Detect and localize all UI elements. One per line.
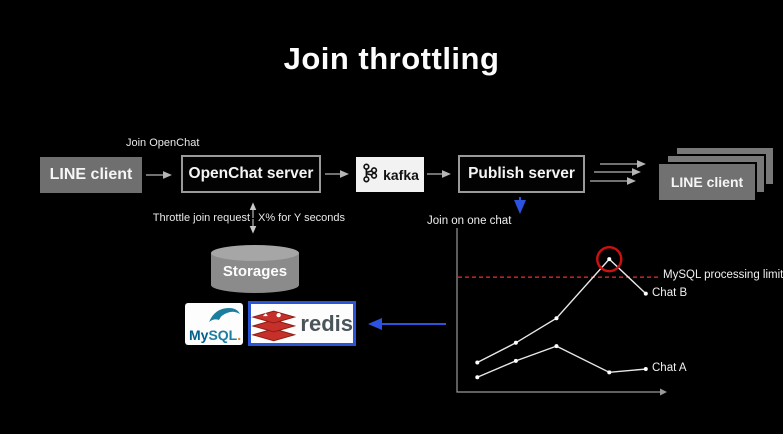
publish-server-label: Publish server <box>468 165 575 182</box>
mysql-dolphin-icon <box>209 308 240 322</box>
arrows-publish-to-clients <box>590 160 646 185</box>
storage-cylinder-icon <box>211 245 299 293</box>
chart-y-axis-label: Join on one chat <box>427 215 512 227</box>
mysql-word-sql: SQL <box>208 327 238 343</box>
kafka-logo-icon <box>361 162 379 187</box>
redis-logo: redis <box>248 301 356 346</box>
line-client-box-left: LINE client <box>40 157 142 193</box>
mysql-logo: MySQL. <box>185 303 243 345</box>
mysql-word-dot: . <box>237 327 242 343</box>
join-openchat-label: Join OpenChat <box>126 137 200 149</box>
mysql-limit-label: MySQL processing limit <box>663 269 783 281</box>
storages-label: Storages <box>222 263 288 280</box>
throttle-note-right: X% for Y seconds <box>258 212 346 224</box>
throttle-note-left: Throttle join request <box>152 212 250 224</box>
page-title: Join throttling <box>283 41 500 76</box>
kafka-box: kafka <box>356 157 424 192</box>
chat-a-series-label: Chat A <box>652 362 687 374</box>
mysql-wordmark: MySQL. <box>189 328 241 342</box>
join-rate-chart <box>456 228 667 396</box>
openchat-server-label: OpenChat server <box>188 165 314 182</box>
mysql-word-my: My <box>189 327 209 343</box>
kafka-label: kafka <box>383 166 419 183</box>
line-client-left-label: LINE client <box>49 166 133 183</box>
chat-b-series-label: Chat B <box>652 287 688 299</box>
line-client-right-label: LINE client <box>670 174 744 190</box>
openchat-server-box: OpenChat server <box>181 155 321 193</box>
redis-label: redis <box>300 310 353 336</box>
redis-stack-icon <box>251 310 297 341</box>
line-client-box-right: LINE client <box>657 162 757 202</box>
storages-cylinder: Storages <box>210 244 300 294</box>
publish-server-box: Publish server <box>458 155 585 193</box>
line-client-stack: LINE client <box>655 146 777 204</box>
